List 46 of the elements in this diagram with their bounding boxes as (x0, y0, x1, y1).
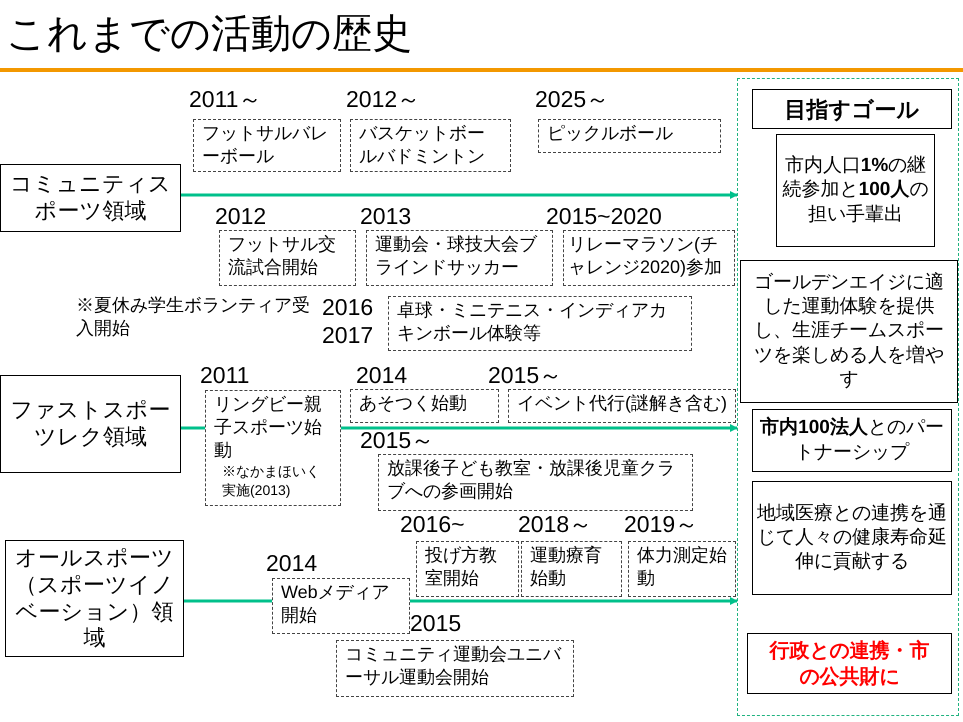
activity-box: あそつく始動 (350, 389, 499, 423)
activity-box: リングビー親子スポーツ始動 ※なかまほいく実施(2013) (205, 390, 341, 506)
activity-box: リレーマラソン(チャレンジ2020)参加 (563, 230, 735, 286)
page-title: これまでの活動の歴史 (6, 11, 412, 58)
activity-box: フットサルバレーボール (193, 119, 341, 172)
year-label: 2018～ (518, 511, 594, 539)
year-label: 2019～ (624, 511, 700, 539)
year-label: 2011 (200, 362, 250, 390)
goal-panel (737, 78, 959, 716)
goal-heading-box: 目指すゴール (752, 89, 952, 129)
year-label: 2016 2017 (322, 294, 374, 350)
arrow (181, 191, 738, 199)
year-label: 2012～ (346, 86, 422, 114)
area-box: ファストスポーツレク領域 (0, 375, 181, 473)
year-label: 2015~2020 (546, 203, 663, 231)
year-label: 2015 (410, 610, 462, 638)
activity-box: フットサル交流試合開始 (219, 230, 356, 286)
year-label: 2014 (266, 550, 318, 578)
activity-box: ピックルボール (538, 119, 721, 153)
activity-box: 運動療育始動 (521, 541, 622, 597)
year-label: 2015～ (360, 427, 436, 455)
arrow (410, 597, 738, 605)
year-label: 2013 (360, 203, 412, 231)
activity-box: 運動会・球技大会ブラインドサッカー (366, 230, 553, 286)
area-box: オールスポーツ（スポーツイノベーション）領域 (5, 540, 184, 657)
activity-box: 卓球・ミニテニス・インディアカキンボール体験等 (388, 296, 692, 351)
note-text: ※夏休み学生ボランティア受入開始 (76, 294, 311, 340)
activity-box: イベント代行(謎解き含む) (508, 389, 736, 423)
year-label: 2011～ (189, 86, 262, 114)
goal-box: 市内100法人とのパートナーシップ (752, 409, 952, 472)
activity-box: 体力測定始動 (628, 541, 736, 597)
year-label: 2014 (356, 362, 408, 390)
arrow (341, 424, 738, 432)
activity-box: コミュニティ運動会ユニバーサル運動会開始 (336, 640, 574, 697)
goal-box: ゴールデンエイジに適した運動体験を提供し、生涯チームスポーツを楽しめる人を増やす (740, 260, 958, 403)
year-label: 2012 (215, 203, 268, 231)
activity-box: バスケットボールバドミントン (350, 119, 511, 172)
year-label: 2025～ (535, 86, 610, 114)
goal-box: 地域医療との連携を通じて人々の健康寿命延伸に貢献する (752, 481, 952, 595)
activity-box: Webメディア開始 (272, 578, 410, 634)
activity-box: 投げ方教室開始 (416, 541, 519, 597)
area-box: コミュニティスポーツ領域 (0, 164, 181, 232)
goal-box: 行政との連携・市の公共財に (747, 633, 952, 694)
year-label: 2015～ (488, 362, 564, 390)
year-label: 2016~ (400, 511, 466, 539)
activity-box: 放課後子ども教室・放課後児童クラブへの参画開始 (378, 454, 693, 511)
